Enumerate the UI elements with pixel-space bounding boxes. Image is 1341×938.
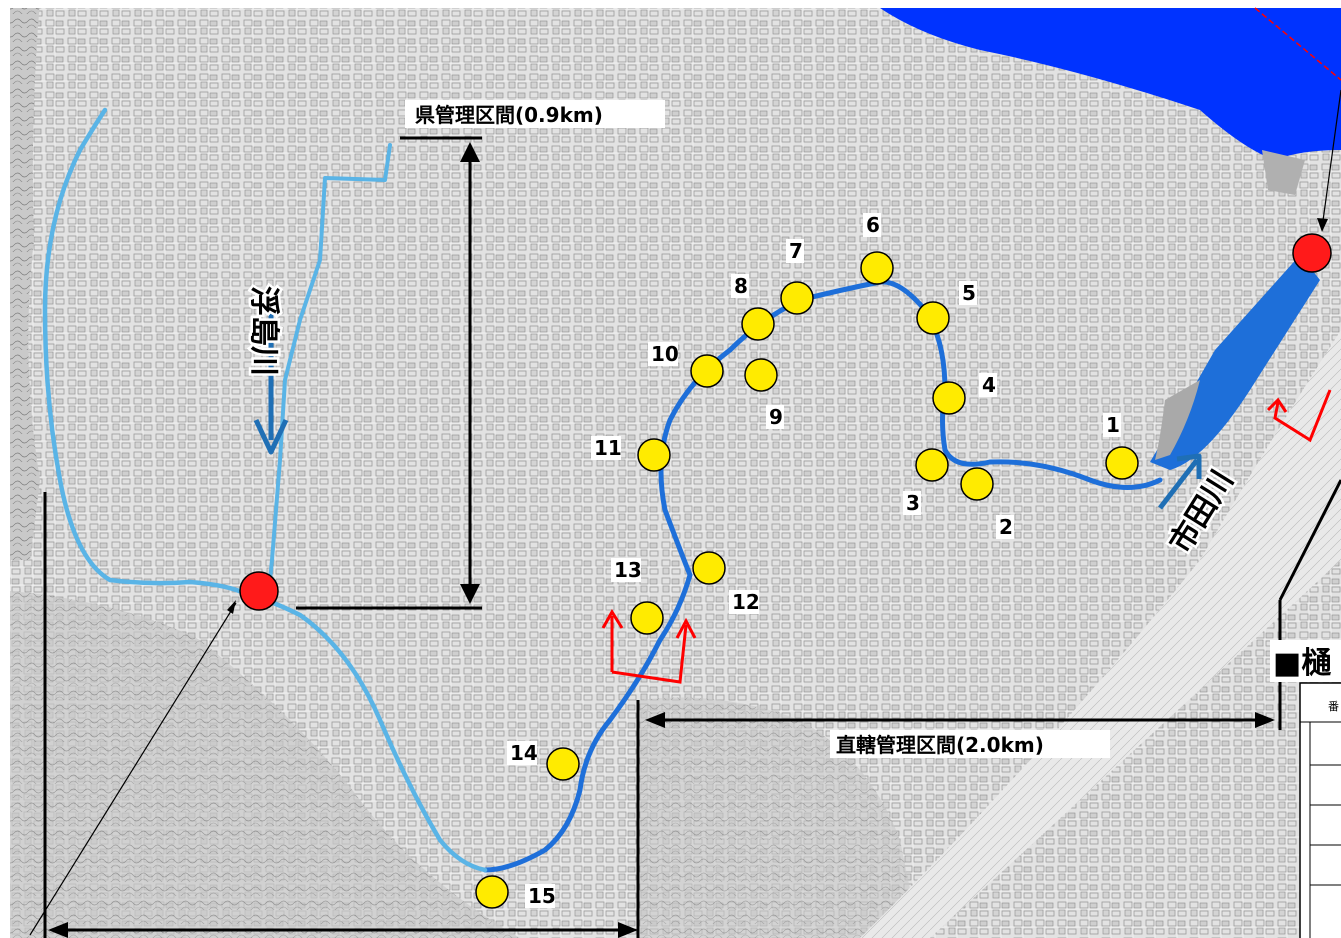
sluice-marker-12 <box>692 551 726 585</box>
sluice-marker-15 <box>475 875 509 909</box>
sluice-label-bg-11 <box>591 436 621 460</box>
river-ukishima <box>266 143 392 602</box>
sluice-label-bg-5 <box>959 281 977 305</box>
sluice-label-2: 2 <box>999 515 1013 539</box>
sluice-marker-11 <box>637 438 671 472</box>
sea <box>880 8 1341 160</box>
sluice-label-bg-8 <box>731 274 749 298</box>
sluice-label-bg-2 <box>996 515 1014 539</box>
sluice-label-bg-9 <box>766 405 784 429</box>
prefecture-section-bracket <box>296 136 482 610</box>
leader-arrow-east <box>1317 218 1328 232</box>
harbor-structure <box>1262 150 1305 195</box>
top-margin <box>0 0 1341 8</box>
sluice-label-5: 5 <box>962 281 976 305</box>
sluice-marker-7 <box>780 281 814 315</box>
sluice-marker-3 <box>915 448 949 482</box>
sluice-label-6: 6 <box>866 213 880 237</box>
river-ichida-estuary <box>1150 255 1320 470</box>
red-arrow-coast <box>1266 389 1332 443</box>
sluice-marker-14 <box>546 747 580 781</box>
hill-area-south <box>0 590 520 938</box>
direct-section-label: 直轄管理区間(2.0km) <box>836 733 1044 757</box>
sluice-label-bg-12 <box>729 590 759 614</box>
direct-section-bracket <box>636 479 1341 938</box>
legend-title-bg <box>1270 640 1341 682</box>
sluice-label-9: 9 <box>769 405 783 429</box>
lower-section-bracket <box>43 492 625 938</box>
sluice-label-12: 12 <box>732 590 760 614</box>
hill-area-southeast <box>640 697 920 938</box>
sluice-label-bg-6 <box>863 213 881 237</box>
leader-arrow-west <box>227 600 236 614</box>
boundary-line-red <box>1254 7 1341 81</box>
sluice-label-bg-3 <box>903 491 921 515</box>
sluice-marker-1 <box>1105 446 1139 480</box>
sluice-marker-9 <box>744 358 778 392</box>
sluice-label-bg-15 <box>525 884 555 908</box>
sluice-marker-13 <box>630 601 664 635</box>
sluice-label-3: 3 <box>906 491 920 515</box>
left-margin <box>0 0 10 938</box>
river-bank-gray <box>1155 380 1200 460</box>
sluice-label-bg-14 <box>507 741 537 765</box>
sluice-marker-2 <box>960 467 994 501</box>
sluice-label-bg-10 <box>648 342 678 366</box>
river-ichida-direct-section <box>482 279 1163 873</box>
flow-arrow-ukishima <box>253 302 289 455</box>
river-label-ukishima: 浮島川 <box>246 286 281 376</box>
sluice-label-bg-7 <box>786 239 804 263</box>
leader-line-east <box>1321 89 1341 229</box>
sluice-label-14: 14 <box>510 741 538 765</box>
sluice-marker-8 <box>741 307 775 341</box>
sluice-label-7: 7 <box>789 239 803 263</box>
sluice-label-4: 4 <box>982 373 996 397</box>
sluice-marker-5 <box>916 301 950 335</box>
sluice-label-8: 8 <box>734 274 748 298</box>
river-ichida-prefecture-section <box>42 107 488 873</box>
coast-strip <box>860 330 1341 938</box>
legend-title: ■樋 <box>1273 646 1331 681</box>
sluice-marker-6 <box>860 251 894 285</box>
sluice-label-15: 15 <box>528 884 556 908</box>
sluice-marker-10 <box>690 354 724 388</box>
legend-table-header: 番 <box>1328 700 1339 713</box>
sluice-label-1: 1 <box>1106 413 1120 437</box>
prefecture-section-label-bg <box>405 100 665 128</box>
sluice-label-11: 11 <box>594 436 622 460</box>
red-marker-west <box>239 571 279 611</box>
sluice-label-bg-1 <box>1103 413 1121 437</box>
sluice-label-13: 13 <box>614 558 642 582</box>
sluice-label-bg-13 <box>611 558 641 582</box>
flow-arrow-ichida <box>1158 453 1202 510</box>
red-marker-east <box>1292 233 1332 273</box>
red-arrow-pair <box>601 609 697 684</box>
sluice-label-10: 10 <box>651 342 679 366</box>
direct-section-label-bg <box>830 730 1110 758</box>
sluice-label-bg-4 <box>979 373 997 397</box>
prefecture-section-label: 県管理区間(0.9km) <box>415 103 603 127</box>
legend-table <box>1299 682 1341 938</box>
sluice-marker-4 <box>932 381 966 415</box>
leader-line-west <box>29 602 237 936</box>
